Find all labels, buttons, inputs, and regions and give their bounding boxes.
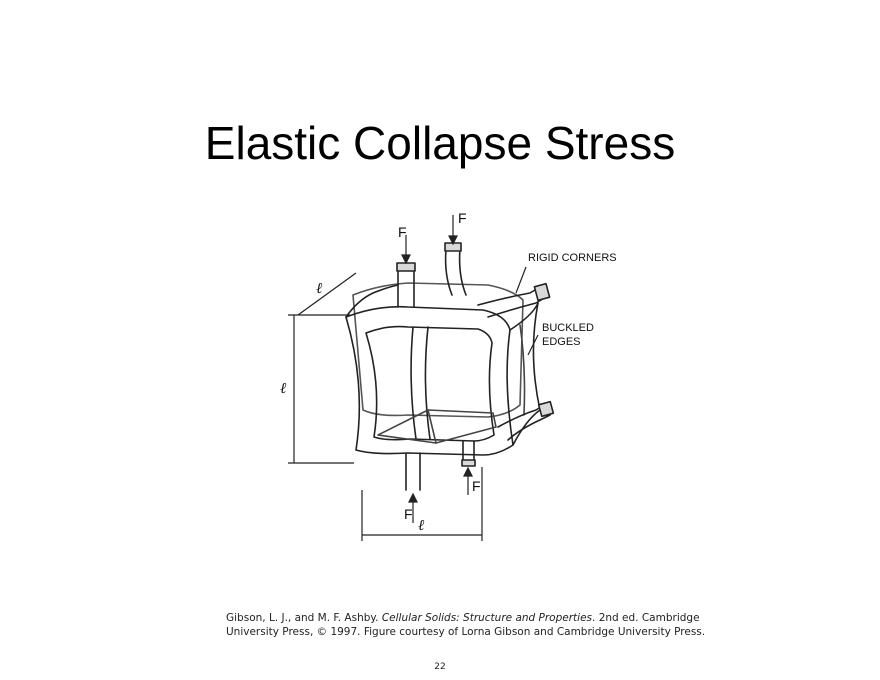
- top-right-strut: [444, 248, 467, 296]
- length-label-top: ℓ: [316, 281, 322, 297]
- force-label-bottom-left: F: [404, 506, 413, 522]
- force-label-bottom-right: F: [472, 478, 481, 494]
- rigid-corners-label: RIGID CORNERS: [528, 252, 617, 264]
- citation-book-title: Cellular Solids: Structure and Propertie…: [381, 612, 593, 624]
- force-label-top-left: F: [398, 224, 407, 240]
- length-label-left: ℓ: [280, 381, 286, 397]
- dim-top-line: [297, 272, 357, 316]
- center-strut: [410, 326, 431, 440]
- length-label-bottom: ℓ: [418, 518, 424, 534]
- front-face-inner: [365, 325, 495, 442]
- right-buckled-edge: [509, 302, 541, 446]
- top-left-strut: [397, 268, 415, 308]
- cellular-cube-figure: F F F F RIGID CORNERS BUCKLED EDGES ℓ ℓ …: [258, 205, 638, 565]
- page-number: 22: [434, 662, 446, 672]
- top-left-arm: [345, 284, 399, 318]
- back-face: [352, 282, 524, 418]
- bottom-left-strut: [405, 452, 421, 491]
- bottom-floor: [377, 409, 497, 444]
- force-label-top-right: F: [458, 210, 467, 226]
- buckled-edges-label-line2: EDGES: [542, 336, 581, 348]
- citation-authors: Gibson, L. J., and M. F. Ashby.: [226, 612, 382, 624]
- slide-title: Elastic Collapse Stress: [204, 117, 676, 169]
- buckled-cell-diagram: F F F F RIGID CORNERS BUCKLED EDGES ℓ ℓ …: [280, 210, 617, 541]
- figure-citation: Gibson, L. J., and M. F. Ashby. Cellular…: [226, 611, 726, 639]
- citation-publisher: . 2nd ed. Cambridge University Press, © …: [226, 612, 706, 638]
- buckled-edges-label-line1: BUCKLED: [542, 322, 594, 334]
